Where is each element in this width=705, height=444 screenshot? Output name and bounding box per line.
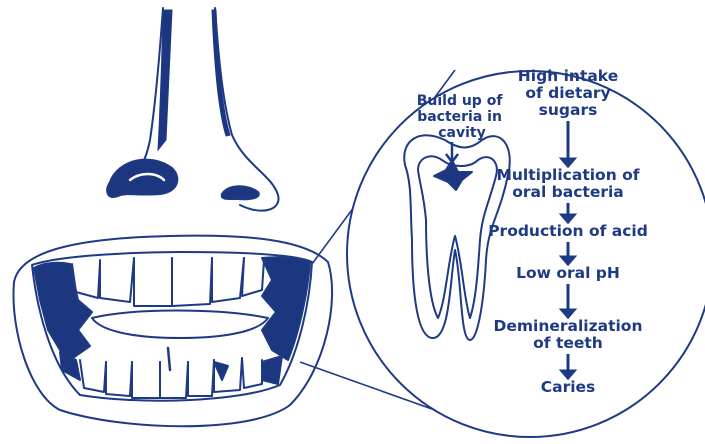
mouth-drawing	[13, 236, 332, 427]
cavity-label-line: Build up of	[417, 93, 504, 109]
upper-tooth	[100, 258, 134, 302]
upper-teeth	[72, 258, 264, 306]
nostril-left	[107, 160, 177, 197]
lower-tooth	[242, 358, 262, 388]
nose-shadow	[158, 10, 172, 150]
flow-step-line: Multiplication of	[496, 166, 639, 184]
nose-bridge-left	[132, 8, 163, 178]
flow-step-line: of teeth	[533, 334, 603, 352]
lower-teeth	[80, 348, 262, 398]
flow-step-line: High intake	[518, 67, 618, 85]
nostril-right	[222, 186, 259, 199]
lower-tooth	[160, 362, 188, 398]
flow-step-line: Production of acid	[488, 222, 648, 240]
plaque-lower-right	[262, 356, 282, 384]
lower-tooth	[188, 360, 214, 396]
tooth-decay-spot	[168, 348, 170, 370]
flow-step-4: Low oral pH	[516, 264, 620, 282]
upper-tooth	[134, 258, 172, 306]
flow-step-line: of dietary	[525, 84, 610, 102]
lower-tooth	[80, 360, 106, 392]
cavity-label-line: bacteria in	[417, 109, 502, 125]
nose-drawing	[107, 8, 278, 211]
upper-tooth	[242, 258, 264, 296]
flow-step-line: Caries	[541, 378, 596, 396]
plaque-left	[34, 263, 92, 360]
flow-step-line: Demineralization	[493, 317, 642, 335]
flow-step-6: Caries	[541, 378, 596, 396]
upper-tooth	[172, 258, 212, 306]
tooth-decay-spot	[214, 362, 228, 380]
flow-step-line: Low oral pH	[516, 264, 620, 282]
flow-step-3: Production of acid	[488, 222, 648, 240]
tongue	[92, 311, 268, 339]
flow-step-line: oral bacteria	[512, 183, 624, 201]
lower-tooth	[106, 362, 132, 396]
upper-tooth	[72, 262, 100, 298]
upper-tooth	[212, 258, 244, 302]
cavity-label-line: cavity	[438, 125, 486, 141]
plaque-right	[262, 257, 310, 360]
magnified-circle	[347, 71, 705, 437]
flow-step-line: sugars	[539, 101, 598, 119]
lower-tooth	[132, 362, 160, 398]
